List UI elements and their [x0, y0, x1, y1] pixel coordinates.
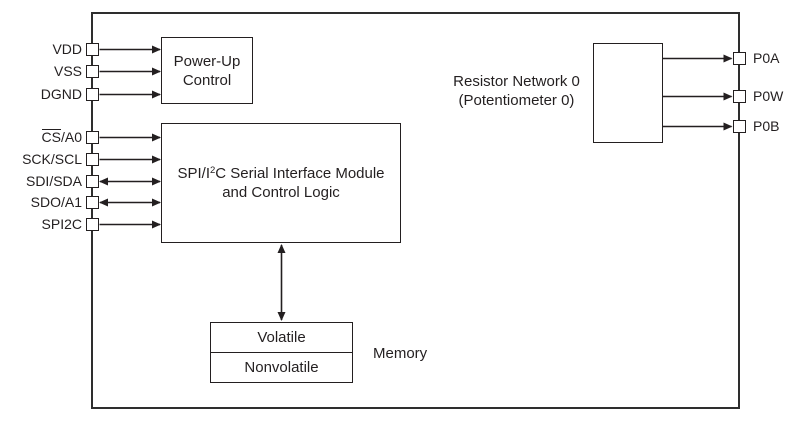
power-up-line2: Control [182, 71, 232, 89]
pin-pad-p0a [733, 52, 746, 65]
resistor-network-label: Resistor Network 0 (Potentiometer 0) [431, 72, 602, 110]
pin-label-p0w: P0W [753, 88, 784, 104]
pin-pad-p0w [733, 90, 746, 103]
pin-pad-p0b [733, 120, 746, 133]
pin-pad-dgnd [86, 88, 99, 101]
pin-label-vss: VSS [53, 63, 82, 79]
pin-pad-sdi-sda [86, 175, 99, 188]
pin-label-cs-a0: CS/A0 [41, 129, 82, 145]
power-up-line1: Power-Up [173, 52, 241, 70]
interface-line1: SPI/I2C Serial Interface Module [177, 165, 385, 182]
resistor-network-line2: (Potentiometer 0) [458, 92, 575, 109]
pin-pad-vdd [86, 43, 99, 56]
pin-label-sck-scl: SCK/SCL [22, 151, 82, 167]
pin-label-spi2c: SPI2C [41, 216, 82, 232]
pin-label-p0a: P0A [753, 50, 780, 66]
pin-label-sdi-sda: SDI/SDA [25, 173, 82, 189]
memory-nonvolatile-cell: Nonvolatile [211, 352, 352, 382]
interface-line2: and Control Logic [222, 184, 340, 201]
pin-label-dgnd: DGND [40, 86, 82, 102]
memory-label: Memory [373, 345, 428, 362]
serial-interface-block: SPI/I2C Serial Interface Module and Cont… [161, 123, 401, 243]
resistor-network-box [593, 43, 663, 143]
memory-volatile-cell: Volatile [211, 323, 352, 352]
pin-label-sdo-a1: SDO/A1 [30, 194, 82, 210]
i2c-superscript: 2 [209, 165, 216, 176]
pin-label-vdd: VDD [52, 41, 82, 57]
pin-pad-cs-a0 [86, 131, 99, 144]
memory-block: Volatile Nonvolatile [210, 322, 353, 383]
cs-overline: CS [41, 129, 61, 145]
pin-pad-sck-scl [86, 153, 99, 166]
device-outline [91, 12, 740, 409]
pin-pad-sdo-a1 [86, 196, 99, 209]
pin-pad-vss [86, 65, 99, 78]
pin-label-p0b: P0B [753, 118, 780, 134]
pin-pad-spi2c [86, 218, 99, 231]
resistor-network-line1: Resistor Network 0 [453, 73, 580, 90]
power-up-control-block: Power-Up Control [161, 37, 253, 104]
